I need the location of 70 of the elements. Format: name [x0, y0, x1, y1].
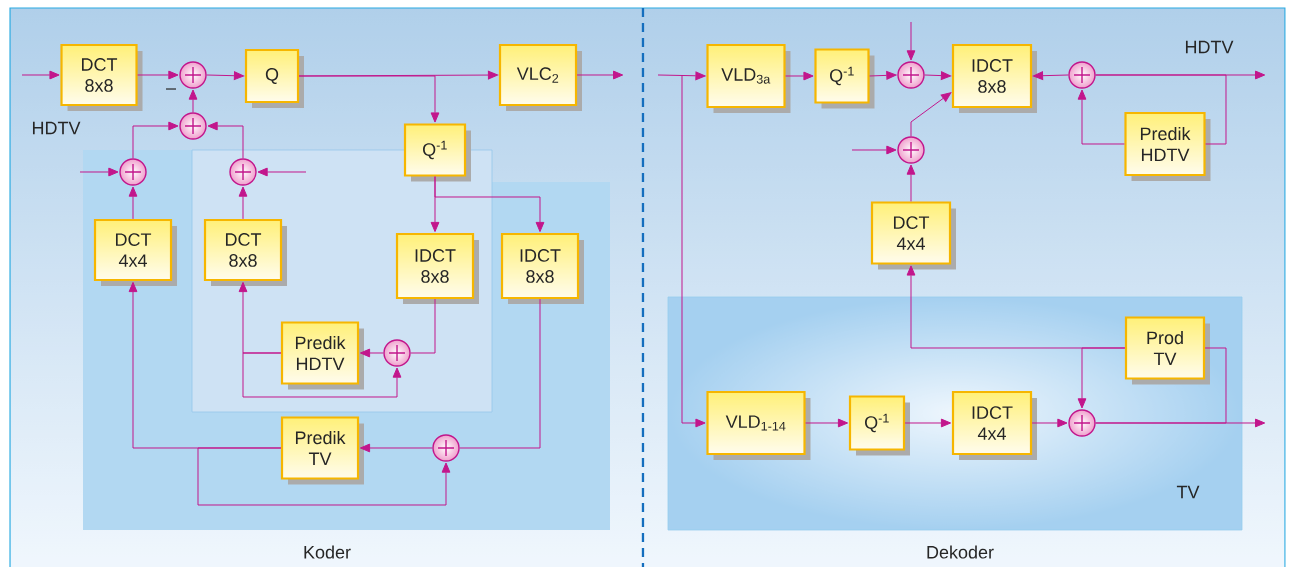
process-box: IDCT 4x4: [951, 390, 1037, 460]
arrow: [1077, 347, 1126, 409]
summing-junction: [897, 61, 925, 89]
process-box: DCT 8x8: [60, 43, 143, 111]
arrow: [242, 352, 402, 398]
arrow: [132, 121, 179, 159]
label-text: HDTV: [1185, 40, 1234, 54]
caption: Koder: [304, 545, 351, 559]
connector-line: [1095, 347, 1227, 424]
summing-junction: [229, 158, 257, 186]
process-box: VLD$_{1-14}$: [706, 390, 811, 460]
arrow: [207, 121, 244, 159]
arrow: [188, 89, 198, 113]
arrow: [681, 74, 706, 428]
arrow: [79, 167, 119, 177]
process-box: DCT 4x4: [870, 201, 956, 270]
summing-junction: [1068, 409, 1096, 437]
summing-junction: [119, 158, 147, 186]
process-box: IDCT 8x8: [500, 232, 584, 304]
arrow: [657, 71, 706, 81]
arrow: [298, 75, 440, 123]
arrow: [924, 71, 952, 80]
arrow: [197, 447, 451, 506]
connector-line: [459, 298, 541, 449]
process-box: IDCT 8x8: [951, 43, 1037, 113]
arrow: [359, 443, 433, 453]
arrow: [906, 164, 916, 202]
process-box: Q$^{-1}$: [814, 48, 875, 109]
process-box: IDCT 8x8: [395, 232, 479, 304]
arrow: [906, 21, 916, 61]
minus-sign: –: [166, 88, 176, 90]
arrow: [238, 186, 248, 220]
arrow: [851, 145, 897, 155]
process-box: Prod TV: [1124, 316, 1210, 385]
summing-junction: [1068, 61, 1096, 89]
process-box: Q$^{-1}$: [403, 123, 471, 182]
arrow: [128, 186, 138, 220]
caption: Dekoder: [927, 545, 994, 559]
arrow: [805, 418, 849, 428]
connector-line: [410, 298, 436, 354]
label-text: HDTV: [33, 121, 81, 135]
arrow: [206, 71, 245, 81]
arrow: [21, 70, 60, 80]
arrow: [359, 348, 384, 358]
process-box: Q: [244, 48, 304, 108]
connector-line: [1095, 74, 1227, 145]
summing-junction: [432, 434, 460, 462]
arrow: [576, 70, 624, 80]
arrow: [904, 418, 952, 428]
summing-junction: [179, 61, 207, 89]
summing-junction: [179, 112, 207, 140]
arrow: [434, 176, 545, 233]
arrow: [1031, 418, 1068, 428]
process-box: Predik HDTV: [280, 321, 364, 390]
arrow: [1032, 71, 1069, 81]
arrow: [1077, 89, 1125, 145]
process-box: DCT 4x4: [93, 218, 177, 286]
arrow: [257, 167, 307, 177]
process-box: DCT 8x8: [203, 218, 287, 286]
process-box: Predik HDTV: [1124, 111, 1211, 181]
arrow: [785, 71, 814, 81]
process-box: Predik TV: [280, 416, 364, 485]
process-box: VLC$_{2}$: [498, 43, 582, 111]
process-box: VLD$_{3a}$: [706, 43, 791, 113]
summing-junction: [897, 136, 925, 164]
process-box: Q$^{-1}$: [848, 395, 910, 456]
arrow: [869, 71, 897, 80]
arrow: [910, 92, 952, 137]
summing-junction: [383, 339, 411, 367]
arrow: [137, 70, 179, 80]
